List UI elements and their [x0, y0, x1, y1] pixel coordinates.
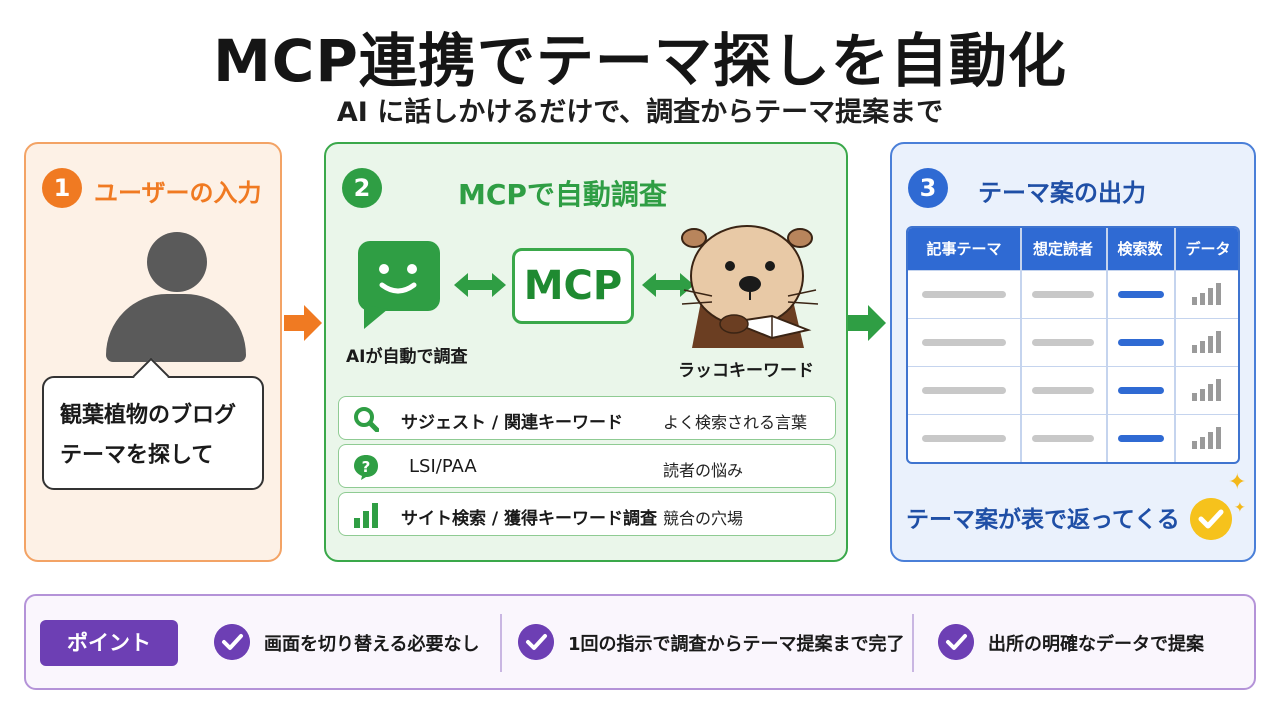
feature-label: サジェスト / 関連キーワード: [401, 413, 624, 433]
subtitle: AI に話しかけるだけで、調査からテーマ提案まで: [336, 97, 944, 128]
ai-label: AIが自動で調査: [346, 347, 468, 367]
feature-desc: 競合の穴場: [663, 509, 744, 528]
search-icon: [354, 407, 379, 432]
step3-number: 3: [908, 168, 948, 208]
otter-mascot-icon: [681, 225, 819, 348]
divider: [912, 614, 914, 672]
mcp-box: MCP: [512, 248, 634, 324]
double-arrow-icon: [642, 273, 694, 297]
feature-label: LSI/PAA: [409, 456, 477, 477]
user-speech-bubble: 観葉植物のブログ テーマを探して: [42, 376, 264, 490]
feature-row: サイト検索 / 獲得キーワード調査 競合の穴場: [338, 492, 836, 536]
table-header-cell: データ: [1185, 240, 1231, 258]
arrow-right-icon: [848, 305, 886, 341]
bubble-line-1: 観葉植物のブログ: [60, 403, 237, 428]
check-circle-icon: [1190, 498, 1232, 540]
table-row: [908, 414, 1238, 462]
feature-desc: 読者の悩み: [663, 461, 744, 480]
point-text: 出所の明確なデータで提案: [988, 634, 1204, 655]
divider: [500, 614, 502, 672]
check-circle-icon: [214, 624, 250, 660]
signal-bars-icon: [1192, 283, 1221, 305]
table-header: 記事テーマ 想定読者 検索数 データ: [908, 228, 1238, 270]
double-arrow-icon: [454, 273, 506, 297]
points-badge: ポイント: [40, 620, 178, 666]
check-circle-icon: [938, 624, 974, 660]
feature-row: サジェスト / 関連キーワード よく検索される言葉: [338, 396, 836, 440]
otter-label: ラッコキーワード: [678, 361, 814, 381]
user-body-icon: [106, 294, 246, 362]
signal-bars-icon: [1192, 427, 1221, 449]
step1-heading: ユーザーの入力: [94, 179, 262, 207]
check-circle-icon: [518, 624, 554, 660]
step1-panel: 1 ユーザーの入力 観葉植物のブログ テーマを探して: [24, 142, 282, 562]
step1-number: 1: [42, 168, 82, 208]
bubble-line-2: テーマを探して: [60, 443, 214, 468]
table-header-cell: 記事テーマ: [926, 240, 1002, 258]
bar-chart-icon: [354, 503, 378, 528]
point-text: 画面を切り替える必要なし: [264, 634, 480, 655]
signal-bars-icon: [1192, 331, 1221, 353]
signal-bars-icon: [1192, 379, 1221, 401]
feature-desc: よく検索される言葉: [663, 413, 808, 432]
step3-heading: テーマ案の出力: [978, 179, 1146, 207]
step2-number: 2: [342, 168, 382, 208]
step2-heading: MCPで自動調査: [458, 178, 667, 211]
step2-panel: 2 MCPで自動調査 AIが自動で調査 MCP ラッコキーワード サジェスト: [324, 142, 848, 562]
sparkle-icon: ✦: [1228, 470, 1247, 495]
ai-chat-icon: [358, 241, 440, 329]
feature-label: サイト検索 / 獲得キーワード調査: [401, 509, 658, 529]
feature-row: ? LSI/PAA 読者の悩み: [338, 444, 836, 488]
main-title: MCP連携でテーマ探しを自動化: [213, 27, 1067, 95]
points-bar: ポイント 画面を切り替える必要なし 1回の指示で調査からテーマ提案まで完了 出所…: [24, 594, 1256, 690]
svg-text:?: ?: [362, 458, 371, 476]
sparkle-icon: ✦: [1234, 500, 1246, 516]
step3-panel: 3 テーマ案の出力 記事テーマ 想定読者 検索数 データ: [890, 142, 1256, 562]
result-text: テーマ案が表で返ってくる: [906, 507, 1180, 533]
table-row: [908, 270, 1238, 318]
user-icon: [147, 232, 207, 292]
arrow-right-icon: [284, 305, 322, 341]
table-row: [908, 318, 1238, 366]
table-header-cell: 検索数: [1117, 240, 1163, 258]
theme-table: 記事テーマ 想定読者 検索数 データ: [906, 226, 1240, 464]
point-text: 1回の指示で調査からテーマ提案まで完了: [568, 634, 905, 655]
table-row: [908, 366, 1238, 414]
table-header-cell: 想定読者: [1032, 240, 1093, 258]
question-icon: ?: [354, 455, 378, 480]
